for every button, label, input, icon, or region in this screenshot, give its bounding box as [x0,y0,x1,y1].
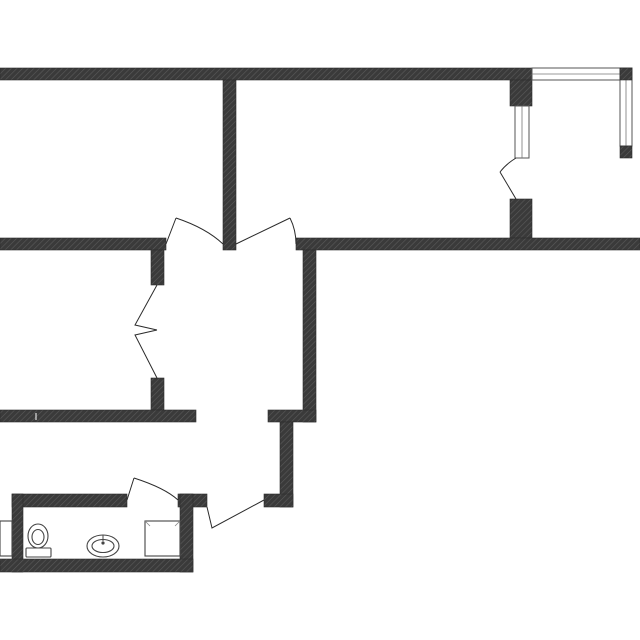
balcony [514,67,633,159]
wall-top [0,67,533,81]
doors [126,157,517,529]
wall-balcony-pier-upper [509,79,533,107]
wall-room-divider [222,79,237,251]
shower-tray-icon [144,520,181,557]
balcony-corner-post-bottom [619,145,633,159]
bathtub-edge [0,520,13,557]
door-swing-icon [134,284,158,379]
wall-bedroom-stub-lower [150,377,165,411]
door-swing-icon [126,477,179,501]
wall-bath-top [11,493,128,508]
door-swing-icon [165,217,224,245]
door-swing-icon [499,157,517,200]
wall-left-rooms-bottom [0,237,167,251]
balcony-corner-post-top [619,67,633,81]
wall-bedroom-bottom [0,409,197,423]
door-swing-icon [235,217,297,245]
wall-corridor-step [267,409,317,423]
wall-balcony-pier-lower [509,198,533,239]
wall-corridor-bottom-stub [263,493,294,508]
door-swing-icon [206,499,265,529]
toilet-icon [25,523,52,558]
wall-bath-bottom [0,558,194,573]
sink-icon [86,534,120,558]
wall-corridor-right [302,249,317,423]
bathroom-fixtures [0,520,181,558]
wall-bedroom-stub-upper [150,249,165,286]
walls [0,67,640,573]
wall-right-rooms-bottom [295,237,640,251]
